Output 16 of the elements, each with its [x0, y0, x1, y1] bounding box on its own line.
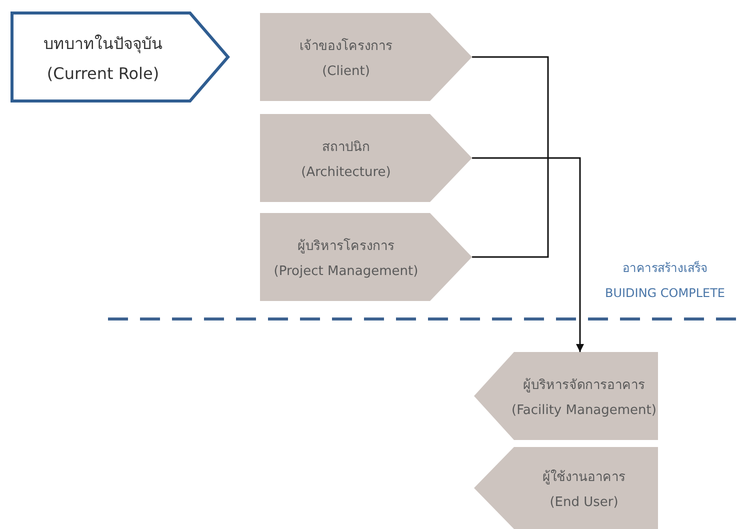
- role-name: ผู้บริหารโครงการ: [298, 237, 394, 256]
- milestone-label: BUIDING COMPLETE: [604, 286, 726, 300]
- role-name: บทบาทในปัจจุบัน: [44, 33, 162, 56]
- role-name-english: (Client): [322, 64, 370, 79]
- role-name-english: (Project Management): [274, 264, 418, 279]
- role-name-english: (Facility Management): [512, 403, 656, 418]
- role-name: ผู้ใช้งานอาคาร: [542, 468, 626, 487]
- role-name-english: (Current Role): [46, 64, 160, 83]
- role-name: ผู้บริหารจัดการอาคาร: [523, 377, 645, 395]
- arrow: [472, 157, 584, 352]
- role-name-english: (End User): [550, 495, 618, 510]
- role-name: สถาปนิก: [322, 139, 370, 157]
- connector-line: [472, 56, 549, 258]
- role-name: เจ้าของโครงการ: [300, 37, 392, 56]
- role-name-english: (Architecture): [301, 165, 391, 180]
- milestone-label: อาคารสร้างเสร็จ: [622, 260, 708, 277]
